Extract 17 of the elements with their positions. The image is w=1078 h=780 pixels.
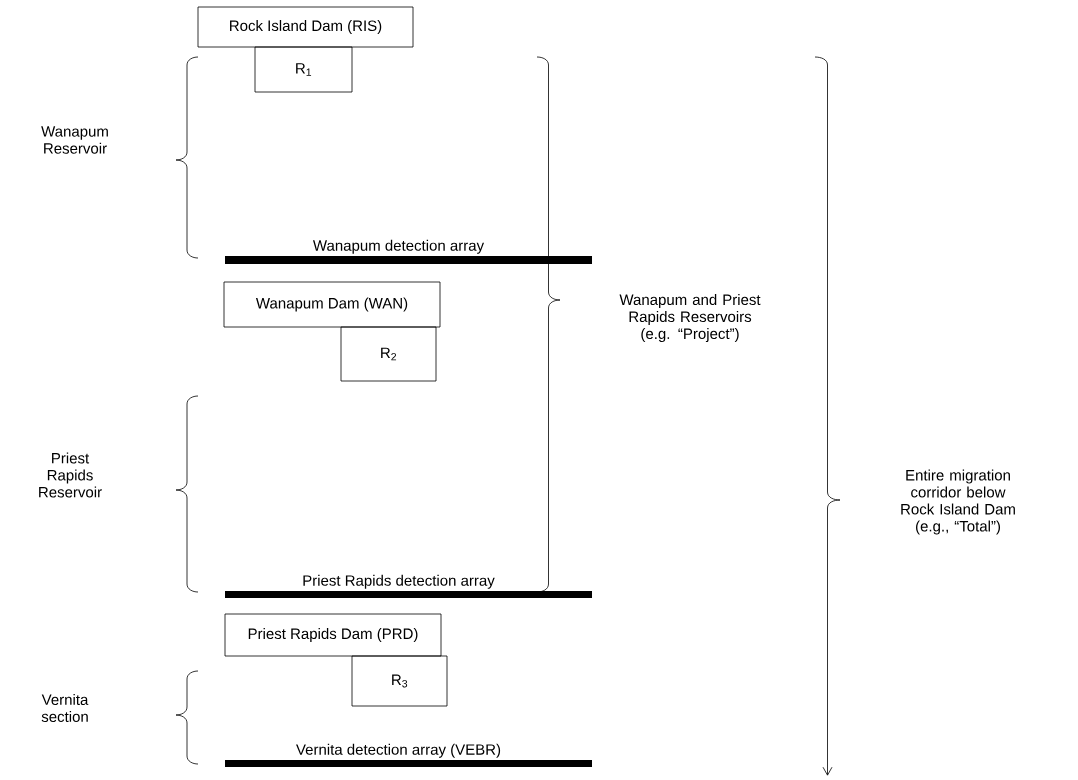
detection-array: Priest Rapids detection array <box>225 574 592 598</box>
dam-box: Wanapum Dam (WAN) <box>223 281 441 328</box>
section-label: Wanapum Reservoir <box>41 126 108 154</box>
section-label: Entire migration corridor below Rock Island Dam (e.g., “Total”) <box>901 469 1015 535</box>
dam-box: R$_{3}$ <box>351 655 448 707</box>
dam-box: Rock Island Dam (RIS) <box>197 6 414 48</box>
section-label: Wanapum and Priest Rapids Reservoirs (e.g. “Project”) <box>619 294 761 342</box>
section-label: Priest Rapids Reservoir <box>39 452 102 498</box>
detection-array: Vernita detection array (VEBR) <box>225 743 592 767</box>
node-label: Vernita detection array (VEBR) <box>296 743 501 758</box>
node-label: Wanapum detection array <box>312 239 485 254</box>
dam-box: R$_{2}$ <box>340 326 437 382</box>
dam-box: Priest Rapids Dam (PRD) <box>224 613 442 657</box>
detection-array: Wanapum detection array <box>225 239 592 264</box>
dam-box: R$_{1}$ <box>254 46 353 93</box>
section-label: Vernita section <box>41 694 89 722</box>
node-label: Priest Rapids detection array <box>303 574 495 589</box>
